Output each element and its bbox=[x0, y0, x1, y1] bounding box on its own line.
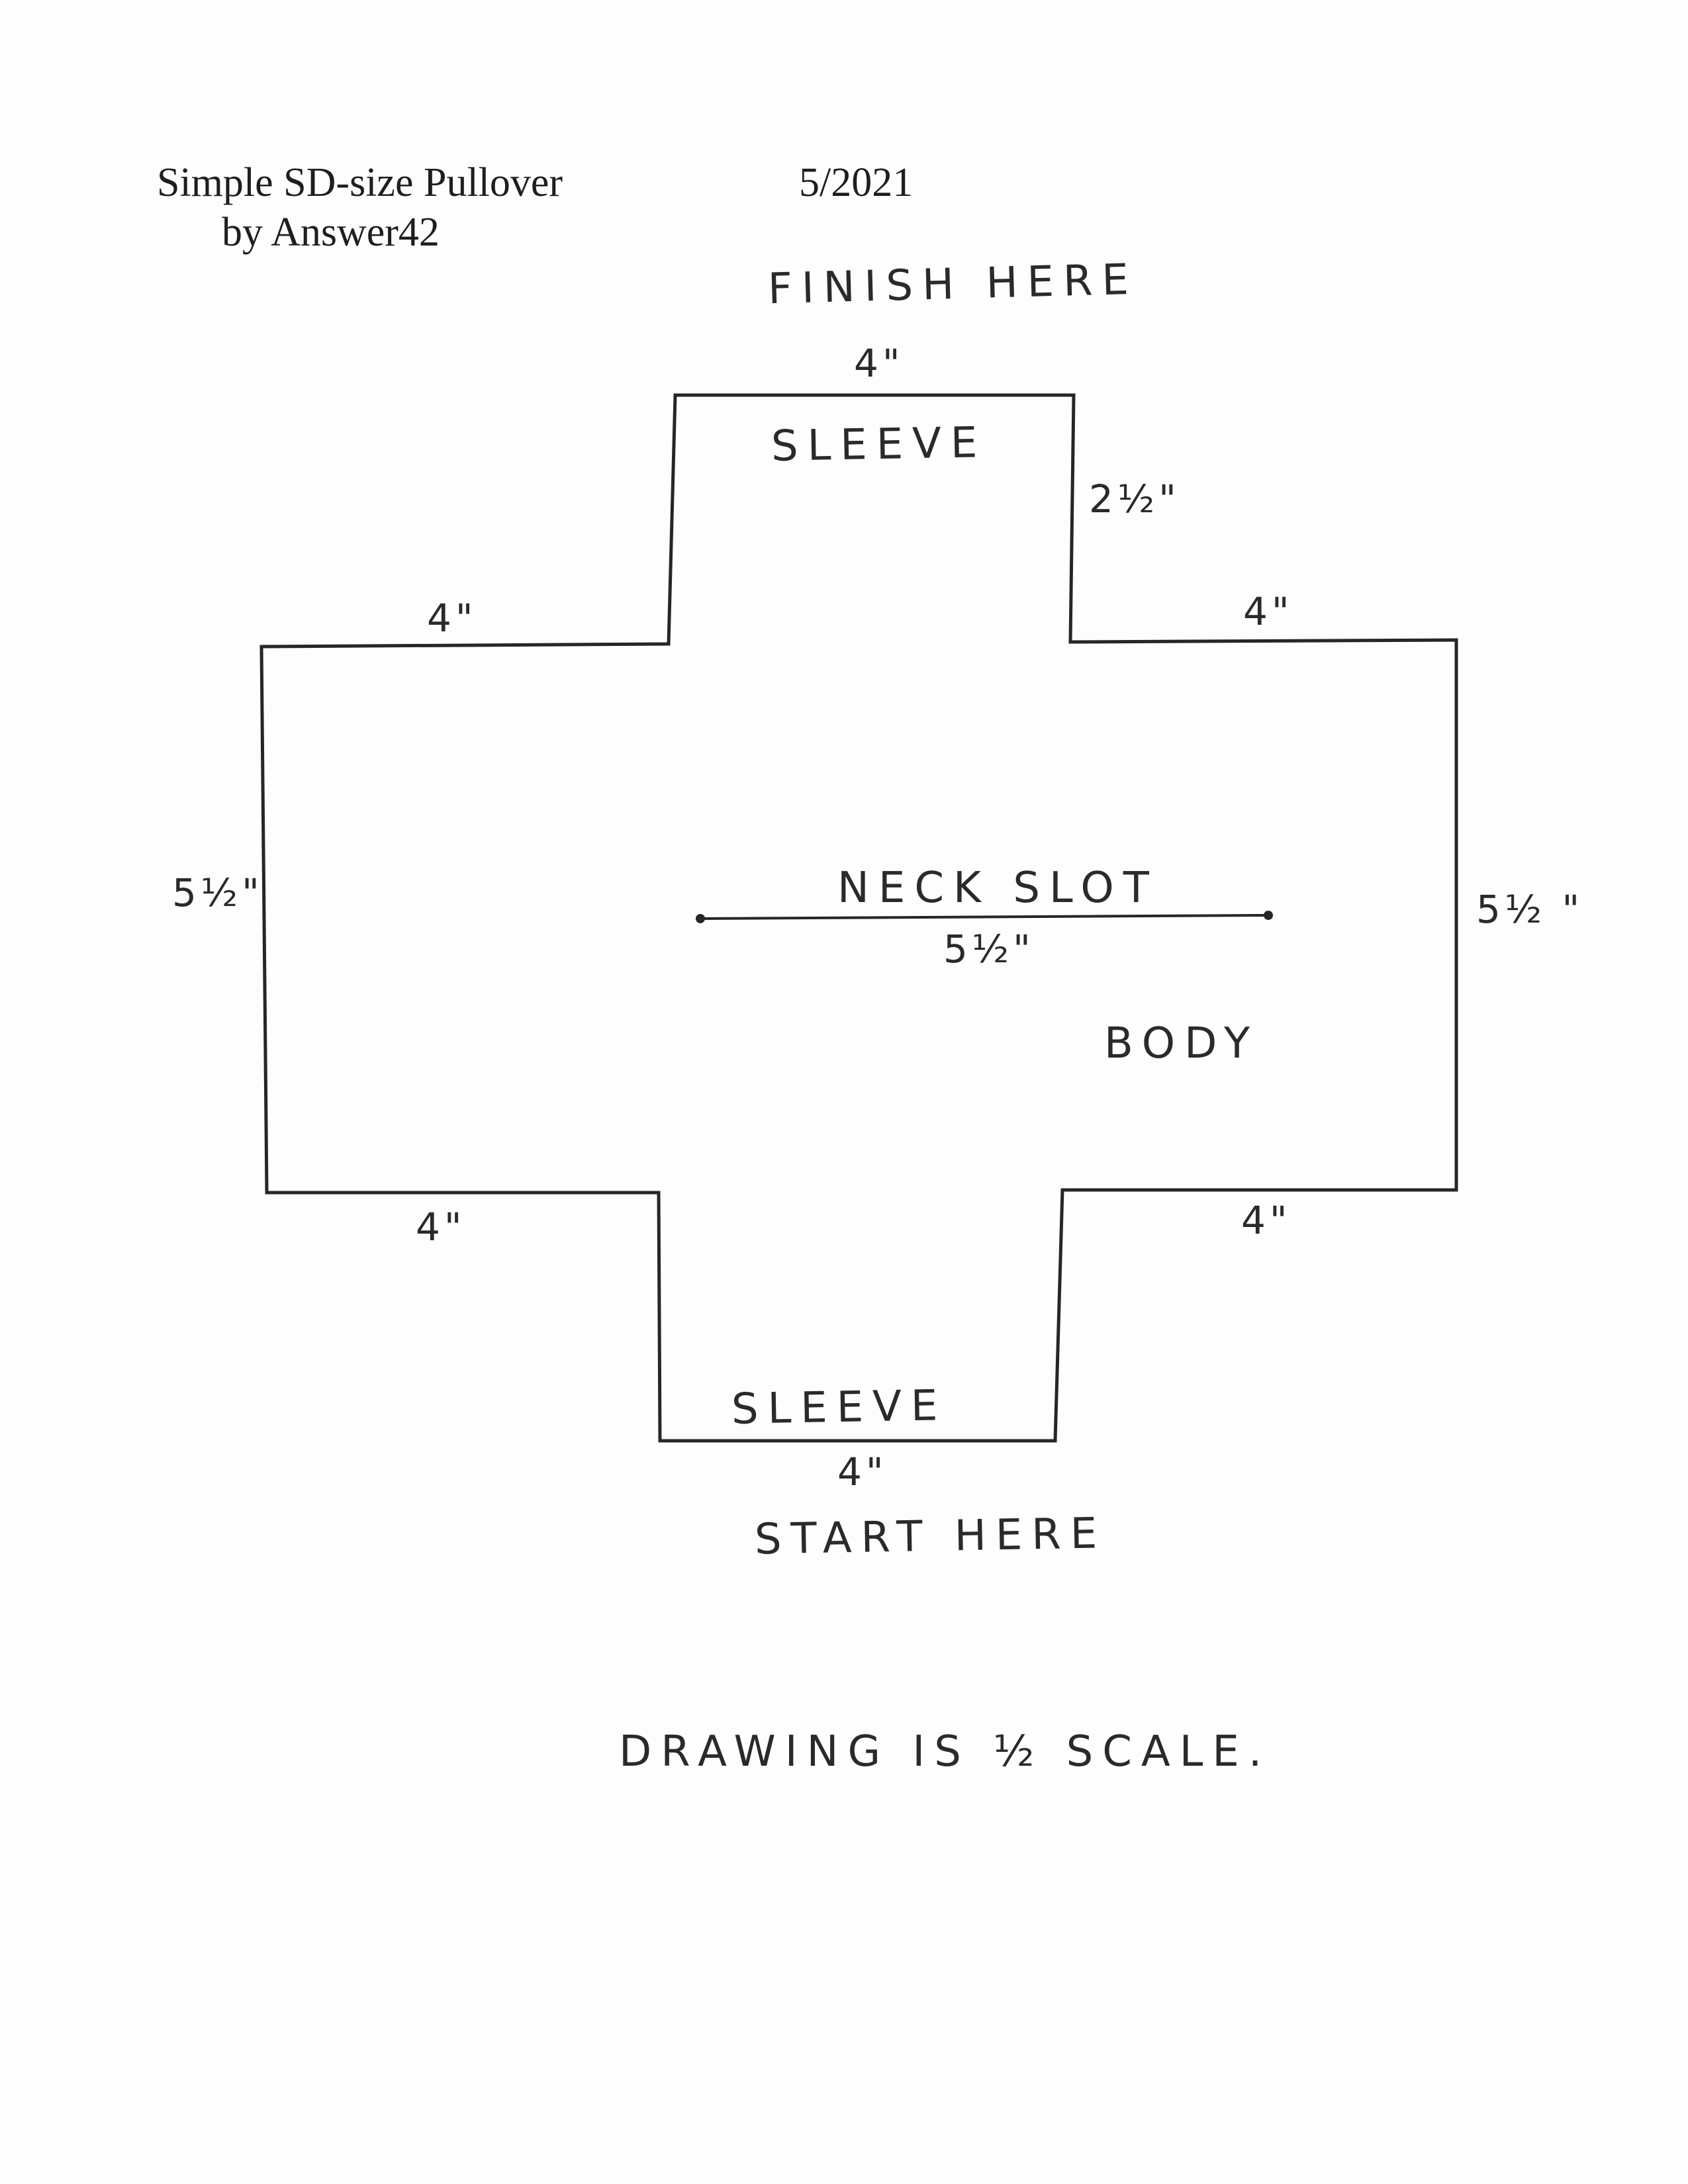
bottom-sleeve-label: SLEEVE bbox=[731, 1381, 947, 1434]
top-sleeve-label: SLEEVE bbox=[771, 418, 987, 471]
left-side-label: 5½" bbox=[172, 870, 263, 915]
pattern-title: Simple SD-size Pullover bbox=[157, 160, 563, 205]
scale-note: DRAWING IS ½ SCALE. bbox=[619, 1727, 1272, 1776]
finish-here-label: FINISH HERE bbox=[767, 255, 1139, 314]
upper-left-shoulder-label: 4" bbox=[427, 596, 477, 641]
neck-slot-line bbox=[700, 914, 1269, 920]
neck-slot-start-dot bbox=[696, 914, 705, 923]
upper-right-shoulder-label: 4" bbox=[1243, 589, 1293, 634]
lower-right-shoulder-label: 4" bbox=[1241, 1198, 1291, 1243]
neck-slot-label: NECK SLOT bbox=[837, 864, 1158, 913]
body-label: BODY bbox=[1104, 1019, 1260, 1068]
right-side-label: 5½ " bbox=[1476, 887, 1584, 932]
pattern-author: by Answer42 bbox=[222, 210, 440, 255]
lower-left-shoulder-label: 4" bbox=[416, 1205, 466, 1250]
pattern-date: 5/2021 bbox=[799, 160, 914, 205]
neck-slot-end-dot bbox=[1264, 911, 1273, 920]
neck-slot-length-label: 5½" bbox=[943, 927, 1035, 972]
top-sleeve-height-label: 2½" bbox=[1089, 477, 1180, 522]
top-sleeve-width-label: 4" bbox=[854, 341, 904, 386]
start-here-label: START HERE bbox=[754, 1509, 1107, 1565]
bottom-sleeve-width-label: 4" bbox=[837, 1449, 888, 1494]
garment-outline bbox=[259, 393, 1458, 1443]
